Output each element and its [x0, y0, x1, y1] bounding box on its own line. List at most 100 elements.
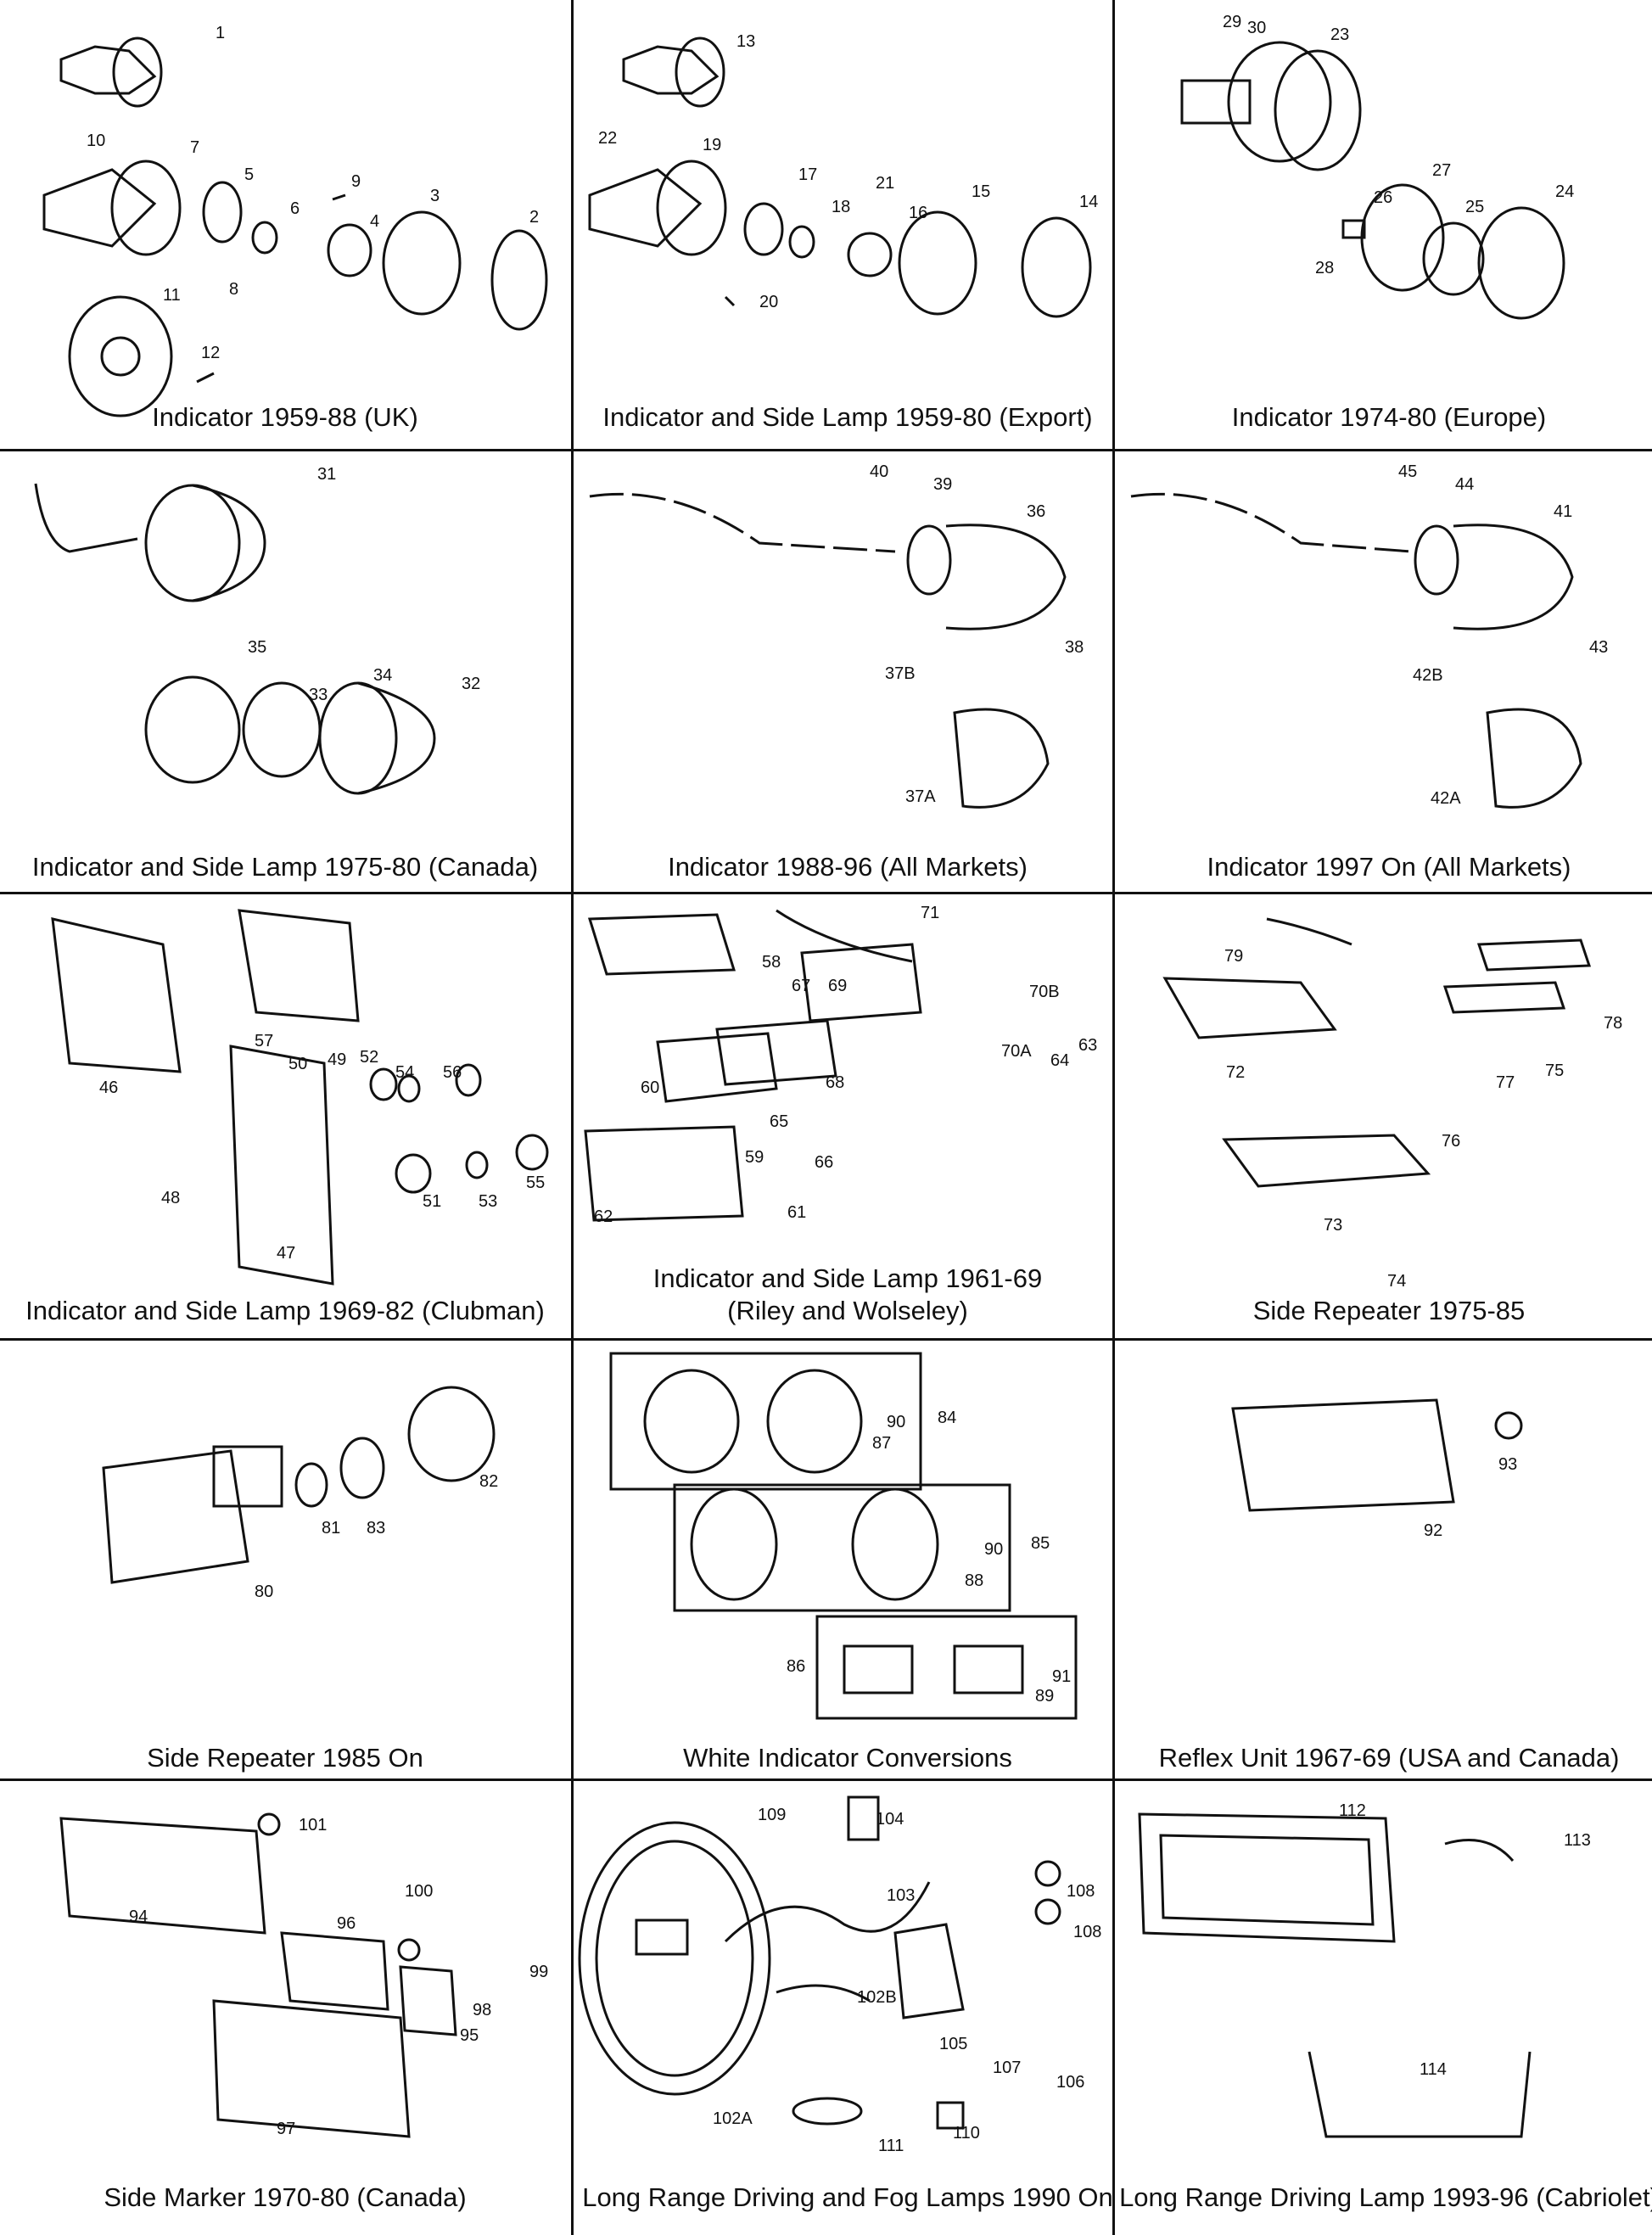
part-callout: 19 — [703, 136, 722, 154]
indicator-clubman-drawing — [51, 909, 549, 1286]
panel-caption: Indicator 1997 On (All Markets) — [1207, 852, 1571, 882]
part-callout: 41 — [1554, 502, 1573, 521]
panel-caption: Side Marker 1970-80 (Canada) — [104, 2182, 467, 2212]
part-callout: 109 — [758, 1806, 787, 1824]
part-callout: 103 — [887, 1886, 916, 1905]
part-callout: 23 — [1330, 25, 1350, 44]
panel-long-range-cabriolet: 112 113 114 Long Range Driving Lamp 1993… — [1114, 1780, 1652, 2226]
part-callout: 65 — [770, 1112, 789, 1131]
part-callout: 27 — [1432, 161, 1452, 180]
part-callout: 47 — [277, 1244, 296, 1263]
part-callout: 101 — [299, 1816, 328, 1834]
panel-reflex-unit: 92 93 Reflex Unit 1967-69 (USA and Canad… — [1114, 1341, 1652, 1786]
part-callout: 70A — [1001, 1042, 1032, 1061]
part-callout: 34 — [373, 666, 393, 685]
part-callout: 29 — [1223, 13, 1242, 31]
part-callout: 72 — [1226, 1063, 1246, 1082]
part-callout: 90 — [887, 1413, 906, 1431]
part-callout: 24 — [1555, 182, 1575, 201]
part-callout: 104 — [876, 1810, 904, 1829]
side-repeater-1975-85-drawing — [1162, 917, 1592, 1188]
part-callout: 97 — [277, 2120, 296, 2138]
panel-caption: Indicator and Side Lamp 1975-80 (Canada) — [31, 852, 539, 882]
part-callout: 63 — [1078, 1036, 1098, 1055]
part-callout: 95 — [460, 2026, 479, 2045]
indicator-export-drawing — [588, 36, 1092, 318]
panel-side-marker: 94 95 96 97 98 99 100 101 Side Marker 19… — [10, 1780, 560, 2226]
part-callout: 77 — [1496, 1073, 1515, 1092]
part-callout: 102A — [713, 2109, 753, 2128]
part-callout: 81 — [322, 1519, 341, 1538]
part-callout: 30 — [1247, 19, 1267, 37]
part-callout: 62 — [594, 1207, 613, 1226]
part-callout: 64 — [1050, 1051, 1070, 1070]
part-callout: 18 — [832, 198, 851, 216]
part-callout: 76 — [1442, 1132, 1461, 1151]
part-callout: 100 — [405, 1882, 434, 1901]
panel-indicator-1988-96: 36 37A 37B 38 39 40 Indicator 1988-96 (A… — [573, 450, 1123, 895]
part-callout: 82 — [479, 1472, 499, 1491]
part-callout: 74 — [1387, 1272, 1407, 1291]
panel-indicator-1997-on: 41 42A 42B 43 44 45 Indicator 1997 On (A… — [1114, 450, 1652, 895]
grid-divider — [1112, 0, 1115, 2235]
panel-long-range-fog-lamps: 102A 102B 103 104 105 106 107 108 108 10… — [573, 1780, 1123, 2226]
part-callout: 53 — [479, 1192, 498, 1211]
part-callout: 78 — [1604, 1014, 1623, 1033]
part-callout: 1 — [216, 24, 226, 42]
part-callout: 75 — [1545, 1061, 1565, 1080]
indicator-riley-wolseley-drawing — [584, 909, 922, 1222]
panel-caption: Long Range Driving Lamp 1993-96 (Cabriol… — [1119, 2182, 1652, 2212]
part-callout: 99 — [529, 1963, 549, 1981]
panel-side-repeater-1985-on: 80 81 82 83 Side Repeater 1985 On — [10, 1341, 560, 1786]
part-callout: 33 — [309, 686, 328, 704]
part-callout: 108 — [1067, 1882, 1095, 1901]
part-callout: 92 — [1424, 1521, 1443, 1540]
part-callout: 48 — [161, 1189, 181, 1207]
part-callout: 113 — [1564, 1831, 1591, 1850]
part-callout: 12 — [201, 344, 221, 362]
long-range-cabriolet-drawing — [1138, 1812, 1532, 2138]
part-callout: 6 — [290, 199, 300, 218]
part-callout: 88 — [965, 1571, 984, 1590]
part-callout: 15 — [972, 182, 991, 201]
panel-caption: Side Repeater 1975-85 — [1252, 1296, 1526, 1325]
part-callout: 73 — [1324, 1216, 1343, 1235]
part-callout: 84 — [938, 1409, 957, 1427]
part-callout: 91 — [1052, 1667, 1072, 1686]
part-callout: 50 — [288, 1055, 308, 1073]
side-repeater-1985-on-drawing — [102, 1386, 496, 1584]
part-callout: 26 — [1374, 188, 1393, 207]
part-callout: 79 — [1224, 947, 1244, 966]
indicator-europe-drawing — [1180, 41, 1565, 320]
part-callout: 94 — [129, 1907, 148, 1926]
part-callout: 32 — [462, 675, 481, 693]
part-callout: 85 — [1031, 1534, 1050, 1553]
part-callout: 37A — [905, 787, 936, 806]
part-callout: 96 — [337, 1914, 356, 1933]
part-callout: 61 — [787, 1203, 807, 1222]
part-callout: 51 — [423, 1192, 442, 1211]
part-callout: 44 — [1455, 475, 1475, 494]
part-callout: 71 — [921, 904, 940, 922]
part-callout: 25 — [1465, 198, 1485, 216]
part-callout: 42B — [1413, 666, 1443, 685]
part-callout: 58 — [762, 953, 781, 972]
part-callout: 107 — [993, 2059, 1022, 2077]
part-callout: 8 — [229, 280, 239, 299]
part-callout: 5 — [244, 165, 255, 184]
panel-indicator-riley-wolseley: 58 59 60 61 62 63 64 65 66 67 68 69 70A … — [573, 893, 1123, 1339]
indicator-uk-drawing — [42, 36, 548, 417]
part-callout: 9 — [351, 172, 361, 191]
part-callout: 7 — [190, 138, 200, 157]
panel-caption: Indicator 1959-88 (UK) — [152, 402, 418, 432]
part-callout: 112 — [1339, 1801, 1366, 1820]
part-callout: 54 — [395, 1063, 415, 1082]
panel-indicator-uk: 1 2 3 4 5 6 7 8 9 10 11 12 Indicator 195… — [10, 0, 560, 445]
part-callout: 105 — [939, 2035, 968, 2053]
part-callout: 93 — [1498, 1455, 1518, 1474]
part-callout: 10 — [87, 132, 106, 150]
part-callout: 69 — [828, 977, 848, 995]
grid-divider — [0, 892, 1652, 894]
part-callout: 42A — [1431, 789, 1461, 808]
